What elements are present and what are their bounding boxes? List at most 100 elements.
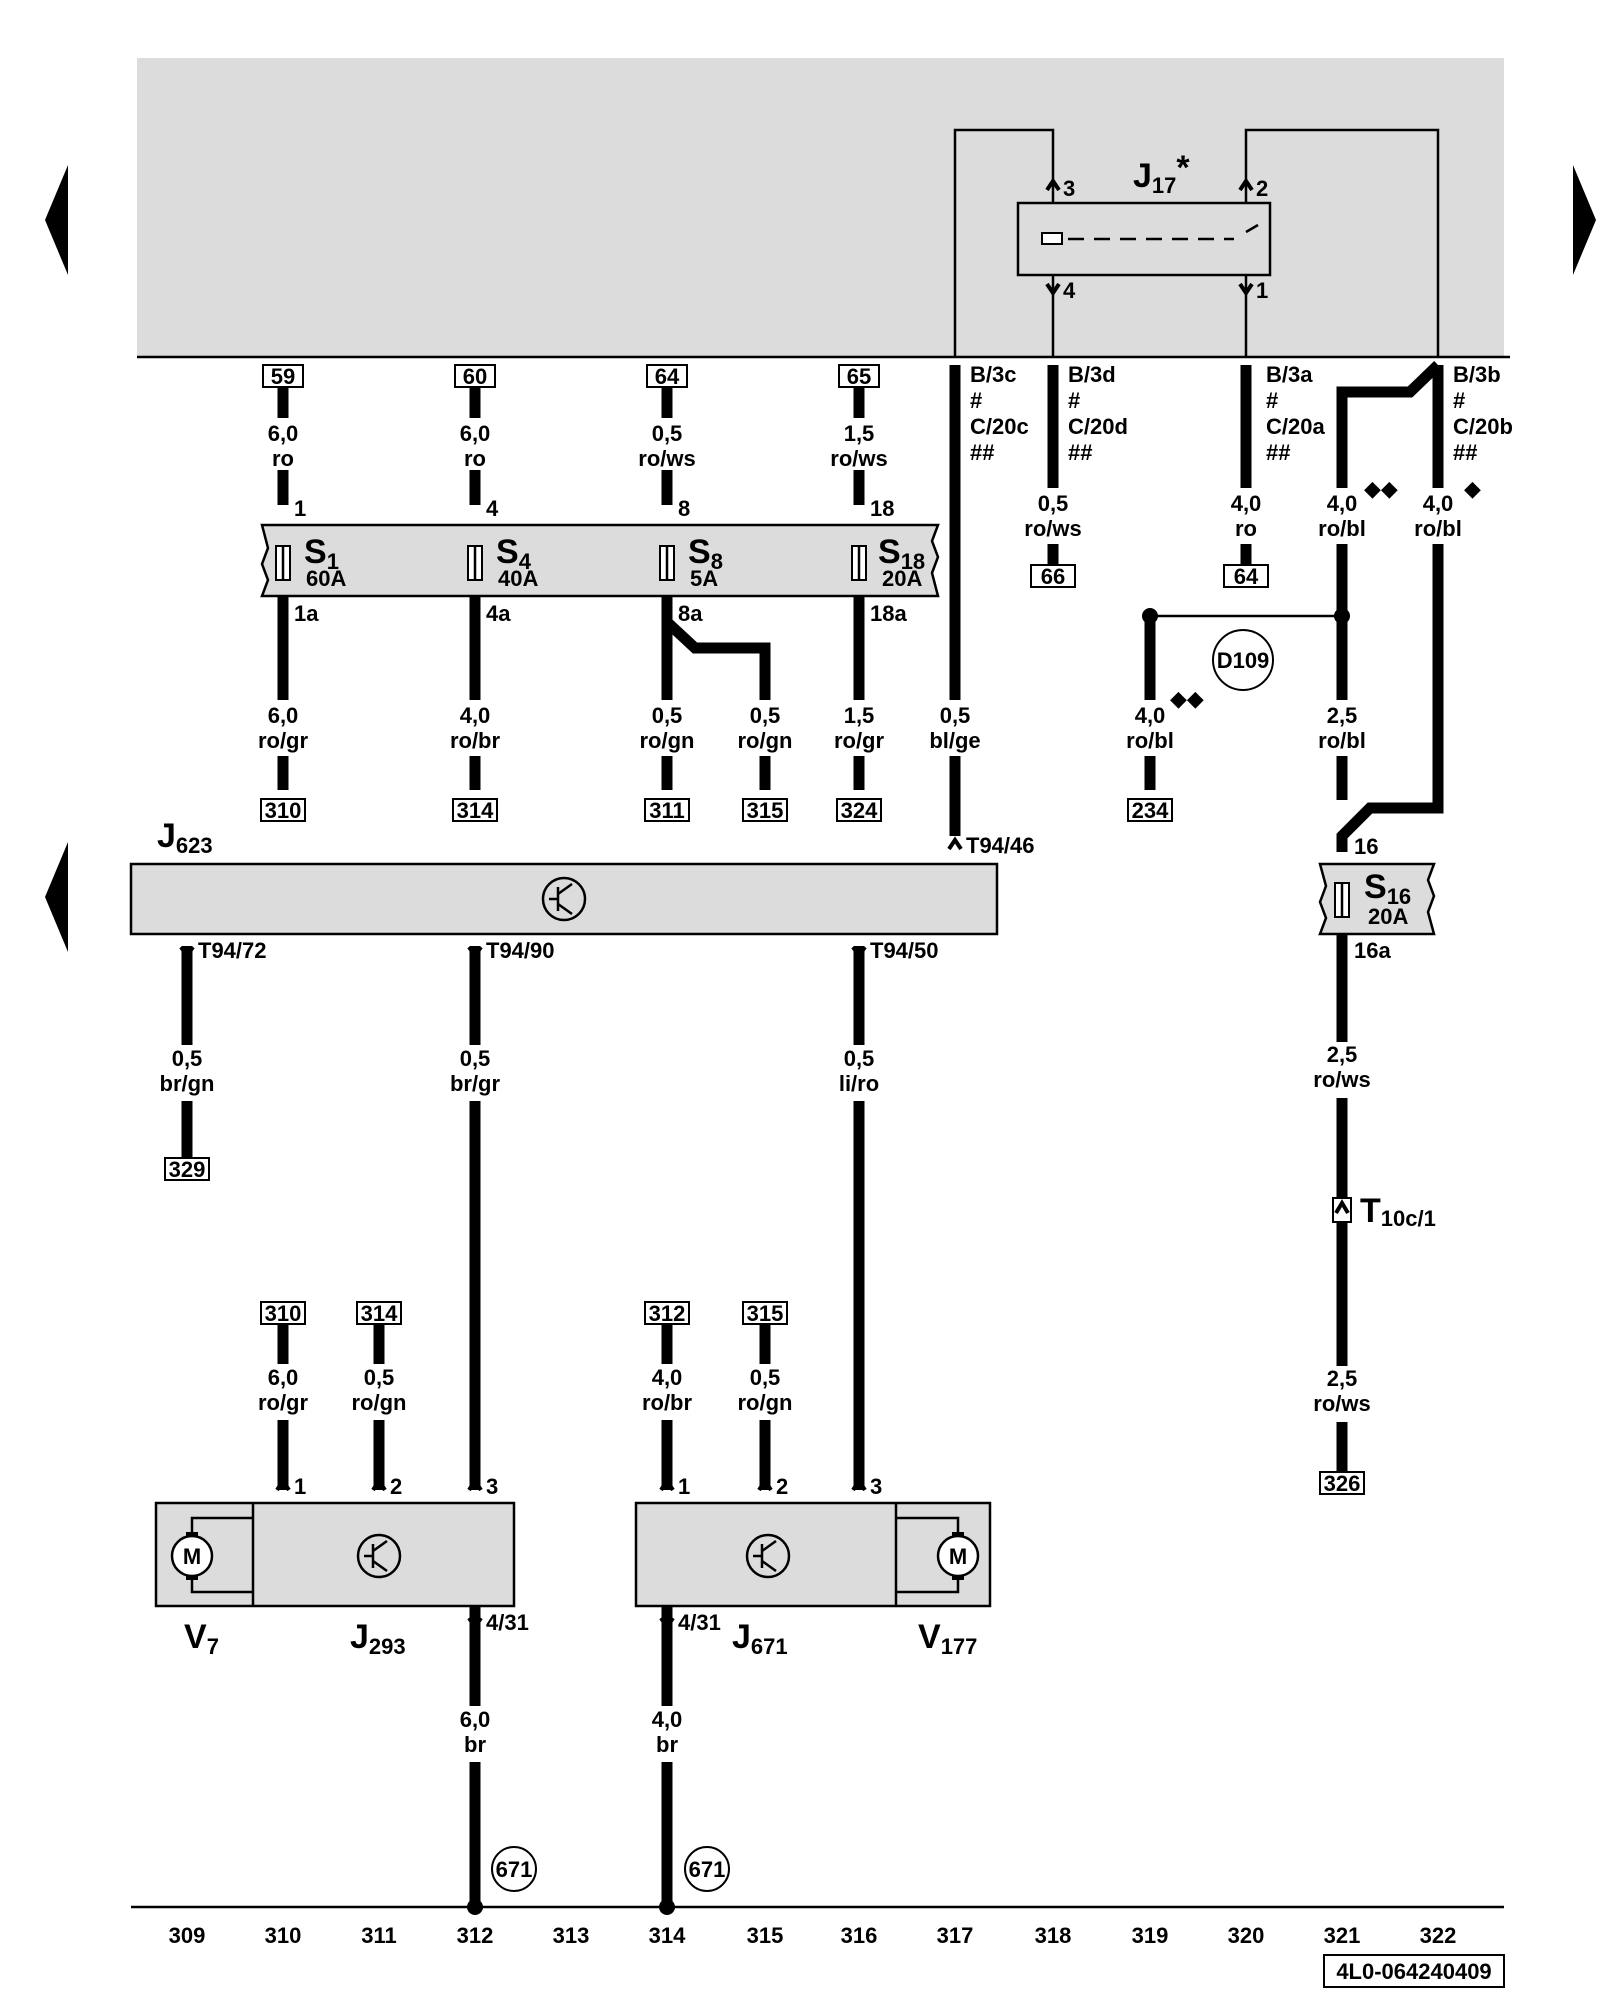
motor-m-label: M <box>949 1544 967 1569</box>
fan-module-right: M <box>634 1477 992 1608</box>
svg-text:312: 312 <box>457 1923 494 1948</box>
fuse-s18-label: S18 <box>878 533 925 574</box>
ground-ref: 671 <box>689 1857 726 1882</box>
fuse-top-refs <box>262 364 880 388</box>
fuse-s8-label: S8 <box>688 533 723 574</box>
relay-panel <box>137 58 1504 357</box>
fuse-s18-rating: 20A <box>882 566 922 591</box>
j293-transistor-icon <box>356 1533 402 1579</box>
wire-size: 0,5 <box>1038 491 1069 516</box>
wire-size: 4,0 <box>652 1707 683 1732</box>
wire-size: 2,5 <box>1327 703 1358 728</box>
ref-64: 64 <box>655 364 680 389</box>
pin-label: 2 <box>390 1474 402 1499</box>
svg-text:314: 314 <box>649 1923 686 1948</box>
svg-text:311: 311 <box>361 1923 397 1948</box>
motor-v7-label: V7 <box>184 1618 219 1659</box>
wire-size: 4,0 <box>1135 703 1166 728</box>
prev-section-arrow[interactable] <box>45 842 68 952</box>
fuse-s8-rating: 5A <box>690 566 718 591</box>
controller-j671-label: J671 <box>732 1618 788 1659</box>
relay-j17-label: J17* <box>1133 149 1190 198</box>
fuse-s16-label: S16 <box>1364 868 1411 909</box>
connector-label: B/3a <box>1266 362 1313 387</box>
ref-65: 65 <box>847 364 871 389</box>
pin-label: 1 <box>294 1474 306 1499</box>
pin-label: 4/31 <box>678 1610 721 1635</box>
wire-color: bl/ge <box>929 728 980 753</box>
ref-314-fan: 314 <box>361 1301 398 1326</box>
prev-page-arrow[interactable] <box>45 165 68 275</box>
wire-size: 0,5 <box>652 421 683 446</box>
wire-size: 0,5 <box>844 1046 875 1071</box>
connector-label: B/3c <box>970 362 1016 387</box>
wire-size: 6,0 <box>268 1365 299 1390</box>
wire-color: ro/gn <box>640 728 695 753</box>
wire-color: ro/br <box>450 728 501 753</box>
column-numbers: 309 310 311 312 313 314 315 316 317 318 … <box>169 1923 1457 1948</box>
wire-col-322 <box>1336 365 1444 852</box>
fuse-bottom-refs <box>260 798 882 822</box>
wire-color: ro/ws <box>1024 516 1081 541</box>
j671-transistor-icon <box>745 1533 791 1579</box>
connector-label: # <box>1453 388 1465 413</box>
pin-label: 3 <box>486 1474 498 1499</box>
wire-color: ro/ws <box>830 446 887 471</box>
ref-60: 60 <box>463 364 487 389</box>
next-page-arrow[interactable] <box>1573 165 1596 275</box>
pin-label: 1 <box>294 496 306 521</box>
wire-color: br/gn <box>160 1071 215 1096</box>
connector-label: # <box>970 388 982 413</box>
connector-label: ## <box>1453 440 1477 465</box>
connector-label: # <box>1068 388 1080 413</box>
wire-size: 2,5 <box>1327 1042 1358 1067</box>
wire-size: 0,5 <box>750 703 781 728</box>
wire-size: 4,0 <box>652 1365 683 1390</box>
connector-label: ## <box>1068 440 1092 465</box>
doc-id-box <box>1323 1954 1505 1988</box>
connector-label: B/3d <box>1068 362 1116 387</box>
connector-label: C/20a <box>1266 414 1325 439</box>
pin-label: 8a <box>678 601 703 626</box>
connector-label: C/20d <box>1068 414 1128 439</box>
ref-315: 315 <box>747 798 784 823</box>
wire-size: 1,5 <box>844 421 875 446</box>
wire-size: 4,0 <box>1327 491 1358 516</box>
svg-text:313: 313 <box>553 1923 590 1948</box>
wire-color: ro/bl <box>1318 728 1366 753</box>
diamond-marker: ◆◆ <box>1364 476 1398 501</box>
wire-color: ro/bl <box>1126 728 1174 753</box>
svg-text:316: 316 <box>841 1923 878 1948</box>
ref-315-fan: 315 <box>747 1301 784 1326</box>
wire-size: 0,5 <box>460 1046 491 1071</box>
svg-text:315: 315 <box>747 1923 784 1948</box>
wire-color: ro/ws <box>638 446 695 471</box>
pin-label: 18a <box>870 601 907 626</box>
ref-59: 59 <box>271 364 295 389</box>
wire-color: ro <box>464 446 486 471</box>
ref-312-fan: 312 <box>649 1301 686 1326</box>
wire-size: 1,5 <box>844 703 875 728</box>
connector-label: C/20c <box>970 414 1029 439</box>
controller-j293-label: J293 <box>350 1618 406 1659</box>
svg-text:317: 317 <box>937 1923 974 1948</box>
ground-ref: 671 <box>496 1857 533 1882</box>
wire-color: br <box>656 1732 678 1757</box>
ecu-pin: T94/72 <box>198 938 267 963</box>
fuse-s4-rating: 40A <box>498 566 538 591</box>
wire-size: 4,0 <box>1423 491 1454 516</box>
fan-module-left: M <box>154 1477 516 1608</box>
wire-size: 0,5 <box>652 703 683 728</box>
svg-text:319: 319 <box>1132 1923 1169 1948</box>
relay-pin-4: 4 <box>1063 278 1076 303</box>
ground-point-671 <box>684 1846 730 1892</box>
wire-color: ro/gr <box>258 1390 309 1415</box>
pin-label: 4a <box>486 601 511 626</box>
ref-326: 326 <box>1324 1471 1361 1496</box>
wire-color: ro/gr <box>834 728 885 753</box>
fuse-s16-rating: 20A <box>1368 904 1408 929</box>
wire-color: br <box>464 1732 486 1757</box>
relay-pin-1: 1 <box>1256 278 1268 303</box>
connector-label: # <box>1266 388 1278 413</box>
